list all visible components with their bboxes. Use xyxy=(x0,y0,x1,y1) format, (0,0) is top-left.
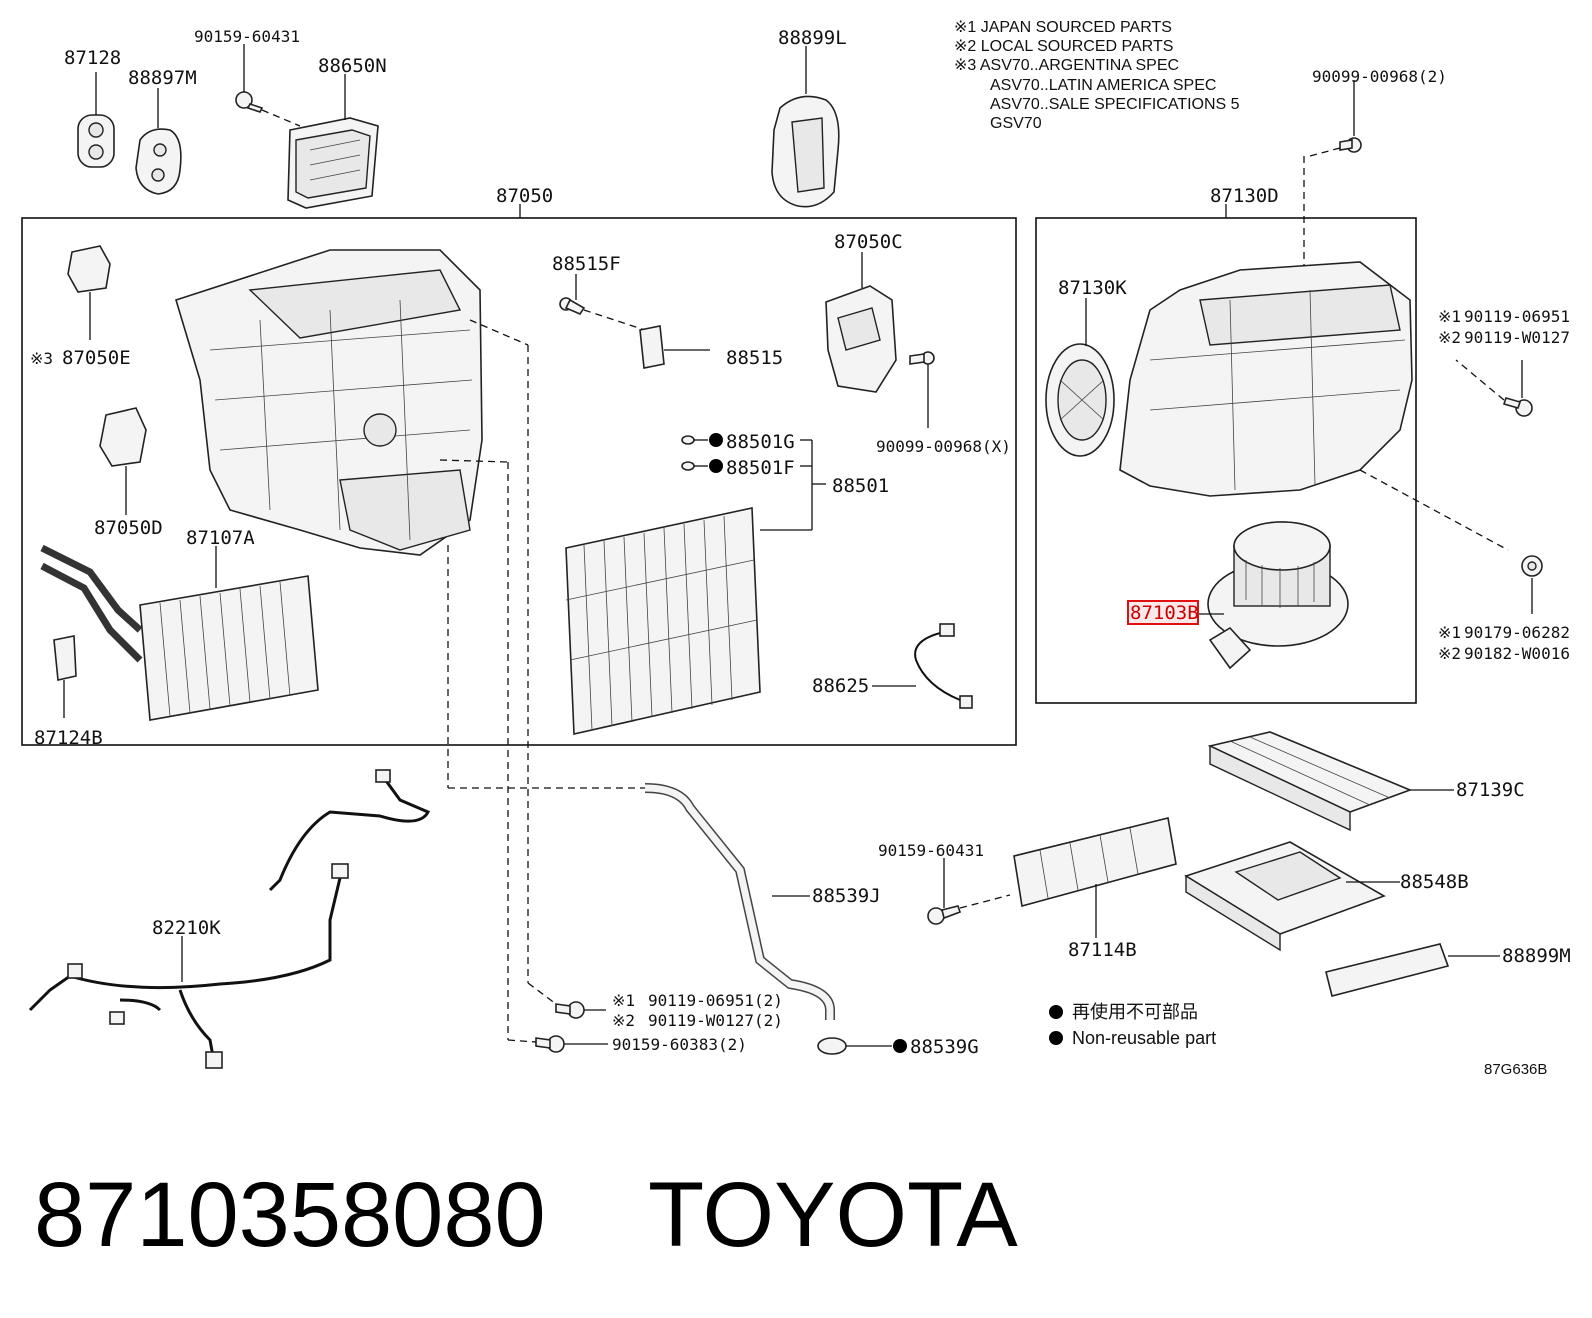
bolt-90099-00968-top xyxy=(1303,80,1362,440)
screw-90159-60383 xyxy=(507,1035,608,1053)
label-88501: 88501 xyxy=(832,475,889,497)
doc-id: 87G636B xyxy=(1484,1061,1547,1078)
wire-harness-82210K xyxy=(28,769,431,1069)
screw-90159-60431-mid xyxy=(927,858,1011,925)
non-reusable-dot xyxy=(893,1039,907,1053)
non-reusable-dot xyxy=(709,459,723,473)
legend-dot xyxy=(1049,1031,1063,1045)
label-90119-06951-b-mark: ※1 xyxy=(612,991,635,1010)
blower-fan-87103B xyxy=(1186,521,1349,670)
bolt-88515F xyxy=(559,274,646,331)
filter-case-88548B xyxy=(1184,841,1400,952)
grommet-88897M xyxy=(135,88,182,195)
screw-90119-bottom xyxy=(527,982,606,1019)
connector-87050D xyxy=(99,407,147,515)
bolt-90099-00968-x xyxy=(909,351,935,428)
label-90119-06951-b: 90119-06951(2) xyxy=(648,991,783,1010)
grommet-88539G xyxy=(817,1037,907,1055)
label-87050D: 87050D xyxy=(94,517,163,539)
label-90119-W0127-b: 90119-W0127(2) xyxy=(648,1011,783,1030)
label-90119-W0127-b-mark: ※2 xyxy=(612,1011,635,1030)
filter-87139C xyxy=(1207,731,1454,832)
label-90179-06282: 90179-06282 xyxy=(1464,623,1570,642)
label-88548B: 88548B xyxy=(1400,871,1469,893)
label-88515F: 88515F xyxy=(552,253,621,275)
label-88501F: 88501F xyxy=(726,457,795,479)
label-87128: 87128 xyxy=(64,47,121,69)
legend-en: Non-reusable part xyxy=(1072,1028,1216,1048)
label-90159-60431-top: 90159-60431 xyxy=(194,27,300,46)
label-90182-W0016: 90182-W0016 xyxy=(1464,644,1570,663)
sensor-88625 xyxy=(872,623,973,709)
note-3: ※3 ASV70..ARGENTINA SPEC xyxy=(954,57,1179,74)
blower-case-87130D xyxy=(1119,261,1509,551)
evaporator-88501 xyxy=(565,507,761,735)
label-90119-06951-r-mark: ※1 xyxy=(1438,307,1461,326)
screw-90119-right xyxy=(1455,359,1533,417)
legend-jp: 再使用不可部品 xyxy=(1072,1002,1198,1022)
highlight-box-87103B xyxy=(1127,600,1199,625)
label-87107A: 87107A xyxy=(186,527,255,549)
servo-motor-87050C xyxy=(825,252,897,393)
label-82210K: 82210K xyxy=(152,917,221,939)
label-87050C: 87050C xyxy=(834,231,903,253)
footer-part-number: 8710358080 xyxy=(34,1164,546,1266)
label-87124B: 87124B xyxy=(34,727,103,749)
connector-87050E xyxy=(67,245,111,340)
label-87050E-mark: ※3 xyxy=(30,349,53,368)
note-5: ASV70..SALE SPECIFICATIONS 5 xyxy=(990,96,1240,113)
label-87050: 87050 xyxy=(496,185,553,207)
legend-dot xyxy=(1049,1005,1063,1019)
label-90119-W0127-r-mark: ※2 xyxy=(1438,328,1461,347)
label-88539G: 88539G xyxy=(910,1036,979,1058)
label-90159-60383: 90159-60383(2) xyxy=(612,1035,747,1054)
panel-87114B xyxy=(1013,817,1177,938)
label-88625: 88625 xyxy=(812,675,869,697)
o-rings-88501 xyxy=(681,433,826,531)
label-90119-W0127-r: 90119-W0127 xyxy=(1464,328,1570,347)
non-reusable-dot xyxy=(709,433,723,447)
label-87130D: 87130D xyxy=(1210,185,1279,207)
label-90099-00968-x: 90099-00968(X) xyxy=(876,437,1011,456)
label-88899L: 88899L xyxy=(778,27,847,49)
expansion-valve-88515 xyxy=(639,325,710,369)
label-90182-W0016-mark: ※2 xyxy=(1438,644,1461,663)
assembly-box-87050 xyxy=(21,217,1017,746)
note-1: ※1 JAPAN SOURCED PARTS xyxy=(954,19,1172,36)
label-88650N: 88650N xyxy=(318,55,387,77)
label-88899M: 88899M xyxy=(1502,945,1571,967)
label-88539J: 88539J xyxy=(812,885,881,907)
label-87139C: 87139C xyxy=(1456,779,1525,801)
note-4: ASV70..LATIN AMERICA SPEC xyxy=(990,77,1216,94)
hvac-unit-87050 xyxy=(175,249,645,1040)
label-87114B: 87114B xyxy=(1068,939,1137,961)
cover-88899L xyxy=(771,46,840,208)
label-88501G: 88501G xyxy=(726,431,795,453)
grommet-87128 xyxy=(77,72,115,168)
nut-90179 xyxy=(1521,555,1543,614)
damper-87130K xyxy=(1045,298,1115,457)
label-90099-00968-2: 90099-00968(2) xyxy=(1312,67,1447,86)
drain-hose-88539J xyxy=(644,783,835,1020)
label-87103B: 87103B xyxy=(1130,602,1199,624)
note-6: GSV70 xyxy=(990,115,1042,132)
label-88515: 88515 xyxy=(726,347,783,369)
heater-core-87107A xyxy=(40,544,319,721)
clamp-87124B xyxy=(53,635,77,718)
cover-88899M xyxy=(1325,943,1500,997)
label-87130K: 87130K xyxy=(1058,277,1127,299)
label-90119-06951-r: 90119-06951 xyxy=(1464,307,1570,326)
note-2: ※2 LOCAL SOURCED PARTS xyxy=(954,38,1173,55)
footer-brand: TOYOTA xyxy=(648,1164,1018,1266)
label-90179-06282-mark: ※1 xyxy=(1438,623,1461,642)
label-87050E: 87050E xyxy=(62,347,131,369)
screw-90159-60431-top xyxy=(235,44,301,127)
label-90159-60431-mid: 90159-60431 xyxy=(878,841,984,860)
amplifier-88650N xyxy=(287,74,379,209)
label-88897M: 88897M xyxy=(128,67,197,89)
